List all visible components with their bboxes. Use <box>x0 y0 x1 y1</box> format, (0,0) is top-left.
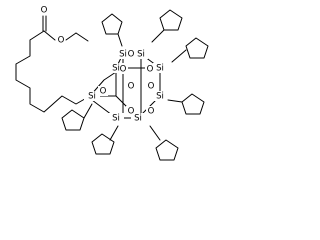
o-atom-label: O <box>148 107 155 117</box>
structure-diagram: O O <box>15 6 209 161</box>
si-atom-label: Si <box>137 50 145 60</box>
carbonyl-oxygen-label: O <box>41 6 48 16</box>
o-atom-label: O <box>128 50 135 60</box>
cyclopentyl-group <box>167 93 205 115</box>
si-atom-label: Si <box>112 64 120 74</box>
o-atom-label: O <box>148 82 155 92</box>
si-atom-label: Si <box>119 50 127 60</box>
cyclopentyl-group <box>91 125 119 155</box>
o-atom-label: O <box>128 82 135 92</box>
si-atom-label: Si <box>156 64 164 74</box>
o-atom-label: O <box>128 107 135 117</box>
o-atom-label: O <box>100 87 107 97</box>
si-atom-label: Si <box>112 114 120 124</box>
ester-chain <box>15 15 117 113</box>
cyclopentyl-group <box>61 103 93 131</box>
si-atom-label: Si <box>134 114 142 124</box>
atom-halos <box>84 49 167 123</box>
cyclopentyl-group <box>171 37 209 63</box>
si-atom-label: Si <box>88 92 96 102</box>
o-atom-label: O <box>147 65 154 75</box>
cyclopentyl-group <box>151 9 183 43</box>
cyclopentyl-group <box>149 125 179 161</box>
ester-oxygen-label: O <box>58 36 65 46</box>
si-atom-label: Si <box>156 92 164 102</box>
o-atom-label: O <box>120 65 127 75</box>
cyclopentyl-group <box>101 13 123 47</box>
